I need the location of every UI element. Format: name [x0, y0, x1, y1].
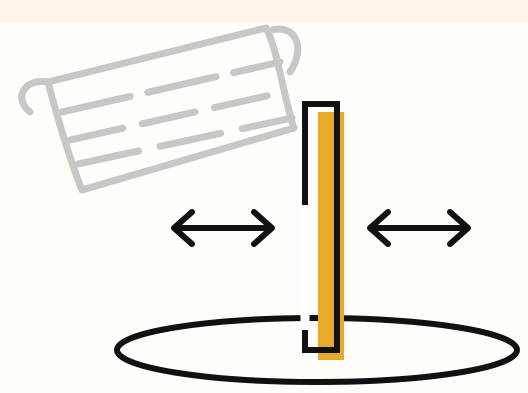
arrow-left-right-icon	[370, 212, 468, 244]
mask-pleat-2	[70, 92, 284, 140]
top-band	[0, 0, 528, 22]
face-mask-icon	[22, 28, 298, 190]
barrier-outline	[305, 104, 337, 350]
barrier-panel-icon	[305, 104, 344, 360]
arrow-left-right-icon	[174, 212, 272, 244]
mask-left-ear-loop	[22, 82, 48, 112]
